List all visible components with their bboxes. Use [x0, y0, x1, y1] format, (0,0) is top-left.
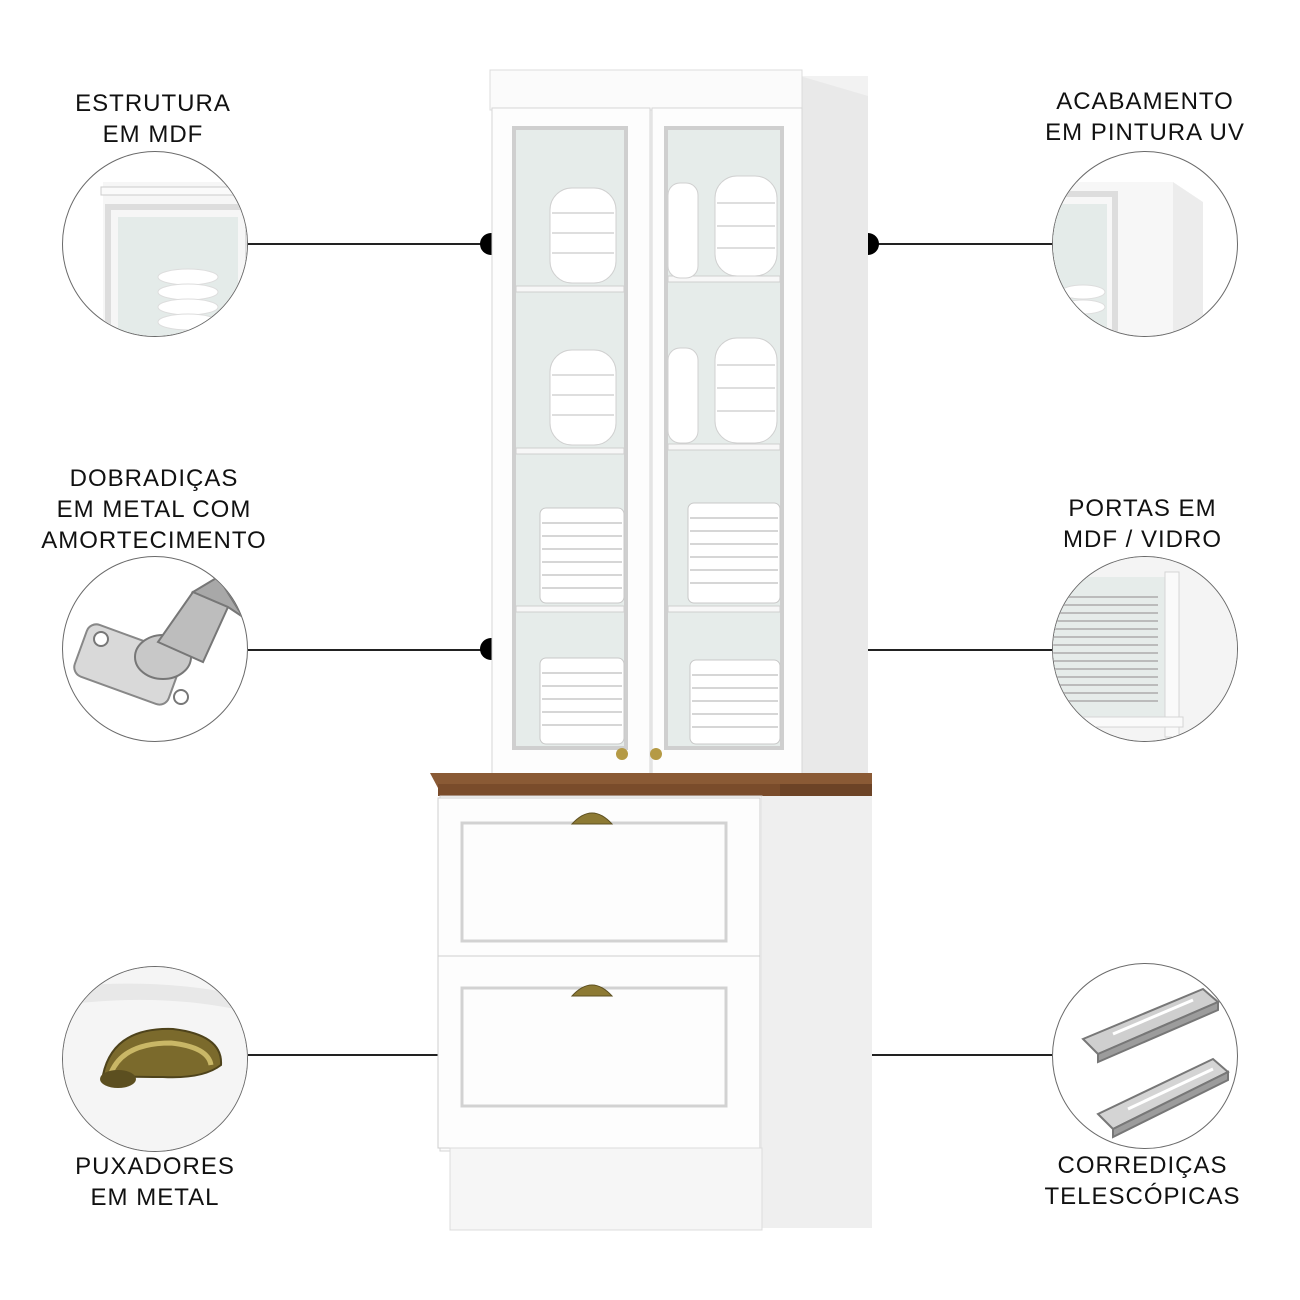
- connector-portas: [773, 649, 1052, 651]
- label-acabamento-pintura-uv: ACABAMENTO EM PINTURA UV: [1045, 88, 1245, 146]
- detail-puxador-circle: [62, 966, 248, 1152]
- cabinet-illustration: [430, 68, 875, 1233]
- label-dobradicas-metal: DOBRADIÇAS EM METAL COM AMORTECIMENTO: [41, 465, 267, 554]
- connector-acabamento: [868, 243, 1052, 245]
- hinge-icon: [73, 575, 244, 706]
- cup-handle-icon: [100, 1027, 223, 1088]
- telescopic-slide-icon: [1081, 987, 1230, 1139]
- label-estrutura-mdf: ESTRUTURA EM MDF: [75, 90, 231, 148]
- connector-corredica: [754, 1054, 1052, 1056]
- connector-estrutura: [248, 243, 491, 245]
- detail-corredica-circle: [1052, 963, 1238, 1149]
- connector-puxador: [248, 1054, 591, 1056]
- connector-dobradica: [248, 649, 491, 651]
- detail-portas-circle: [1052, 556, 1238, 742]
- label-puxadores-metal: PUXADORES EM METAL: [75, 1153, 235, 1211]
- label-portas-mdf-vidro: PORTAS EM MDF / VIDRO: [1063, 495, 1222, 553]
- label-corredicas-telescopicas: CORREDIÇAS TELESCÓPICAS: [1044, 1152, 1241, 1210]
- detail-dobradica-circle: [62, 556, 248, 742]
- detail-estrutura-circle: [62, 151, 248, 337]
- detail-acabamento-circle: [1052, 151, 1238, 337]
